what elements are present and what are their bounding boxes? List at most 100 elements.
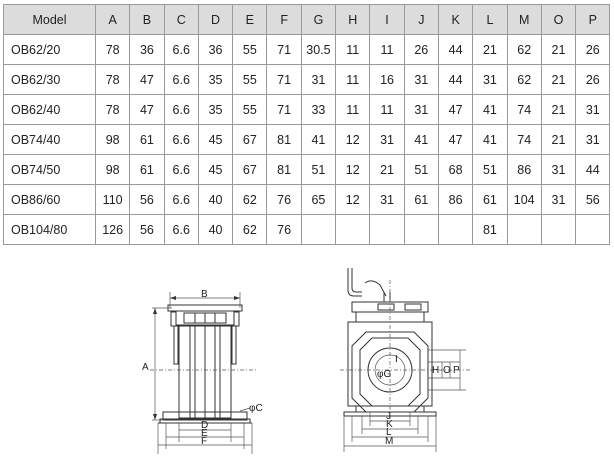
dim-label-p: P (453, 365, 460, 376)
value-cell: 26 (575, 34, 611, 65)
value-cell: 21 (540, 124, 577, 155)
value-cell: 62 (506, 34, 542, 65)
value-cell: 6.6 (163, 154, 199, 185)
value-cell: 12 (335, 184, 371, 215)
value-cell: 67 (232, 124, 268, 155)
value-cell: 31 (540, 184, 577, 215)
value-cell: 56 (575, 184, 611, 215)
value-cell: 36 (129, 34, 165, 65)
value-cell (300, 214, 337, 245)
value-cell: 16 (369, 64, 405, 95)
dim-label-c: φC (249, 403, 263, 414)
value-cell: 41 (472, 94, 508, 125)
value-cell: 67 (232, 154, 268, 185)
value-cell: 55 (232, 94, 268, 125)
value-cell: 31 (575, 124, 611, 155)
column-header-g: G (300, 4, 337, 35)
value-cell: 62 (232, 214, 268, 245)
front-view-drawing: φG I H O P J K L M (340, 268, 470, 452)
value-cell: 71 (266, 94, 302, 125)
value-cell: 21 (540, 94, 577, 125)
value-cell (403, 214, 439, 245)
value-cell: 61 (129, 124, 165, 155)
value-cell: 78 (94, 94, 131, 125)
value-cell: 65 (300, 184, 337, 215)
value-cell: 45 (197, 154, 234, 185)
value-cell: 12 (335, 154, 371, 185)
dim-label-o: O (443, 365, 451, 376)
value-cell: 31 (300, 64, 337, 95)
value-cell: 31 (403, 64, 439, 95)
value-cell: 12 (335, 124, 371, 155)
value-cell: 68 (437, 154, 474, 185)
value-cell: 98 (94, 154, 131, 185)
value-cell: 104 (506, 184, 542, 215)
value-cell: 86 (437, 184, 474, 215)
dim-label-d: D (201, 420, 208, 431)
value-cell (437, 214, 474, 245)
value-cell: 11 (369, 34, 405, 65)
value-cell: 6.6 (163, 64, 199, 95)
value-cell: 126 (94, 214, 131, 245)
value-cell: 78 (94, 64, 131, 95)
value-cell: 81 (472, 214, 508, 245)
value-cell: 61 (403, 184, 439, 215)
model-cell: OB74/40 (3, 124, 96, 155)
value-cell: 6.6 (163, 124, 199, 155)
column-header-p: P (575, 4, 611, 35)
column-header-model: Model (3, 4, 96, 35)
value-cell (575, 214, 611, 245)
value-cell (506, 214, 542, 245)
value-cell: 31 (403, 94, 439, 125)
value-cell: 55 (232, 34, 268, 65)
value-cell: 56 (129, 214, 165, 245)
value-cell: 21 (369, 154, 405, 185)
value-cell: 81 (266, 124, 302, 155)
dim-label-j: J (386, 411, 391, 422)
column-header-d: D (197, 4, 234, 35)
dim-label-l: L (386, 427, 392, 438)
value-cell: 11 (335, 64, 371, 95)
value-cell: 56 (129, 184, 165, 215)
value-cell: 21 (472, 34, 508, 65)
value-cell: 74 (506, 94, 542, 125)
model-cell: OB62/40 (3, 94, 96, 125)
value-cell: 21 (540, 64, 577, 95)
value-cell: 47 (129, 94, 165, 125)
value-cell: 41 (403, 124, 439, 155)
model-cell: OB62/30 (3, 64, 96, 95)
value-cell: 11 (335, 94, 371, 125)
value-cell: 76 (266, 214, 302, 245)
value-cell: 26 (575, 64, 611, 95)
value-cell: 47 (129, 64, 165, 95)
value-cell: 6.6 (163, 94, 199, 125)
dim-label-e: E (201, 428, 208, 439)
value-cell: 11 (369, 94, 405, 125)
value-cell: 31 (575, 94, 611, 125)
side-view-drawing: B A φC (142, 289, 263, 454)
value-cell: 51 (403, 154, 439, 185)
value-cell: 61 (472, 184, 508, 215)
value-cell: 41 (300, 124, 337, 155)
value-cell (369, 214, 405, 245)
value-cell: 47 (437, 124, 474, 155)
value-cell (540, 214, 577, 245)
column-header-a: A (94, 4, 131, 35)
value-cell: 71 (266, 64, 302, 95)
model-cell: OB74/50 (3, 154, 96, 185)
column-header-j: J (403, 4, 439, 35)
column-header-m: M (506, 4, 542, 35)
value-cell: 33 (300, 94, 337, 125)
value-cell: 31 (472, 64, 508, 95)
value-cell: 62 (506, 64, 542, 95)
value-cell: 98 (94, 124, 131, 155)
value-cell: 86 (506, 154, 542, 185)
dim-label-a: A (142, 362, 149, 373)
